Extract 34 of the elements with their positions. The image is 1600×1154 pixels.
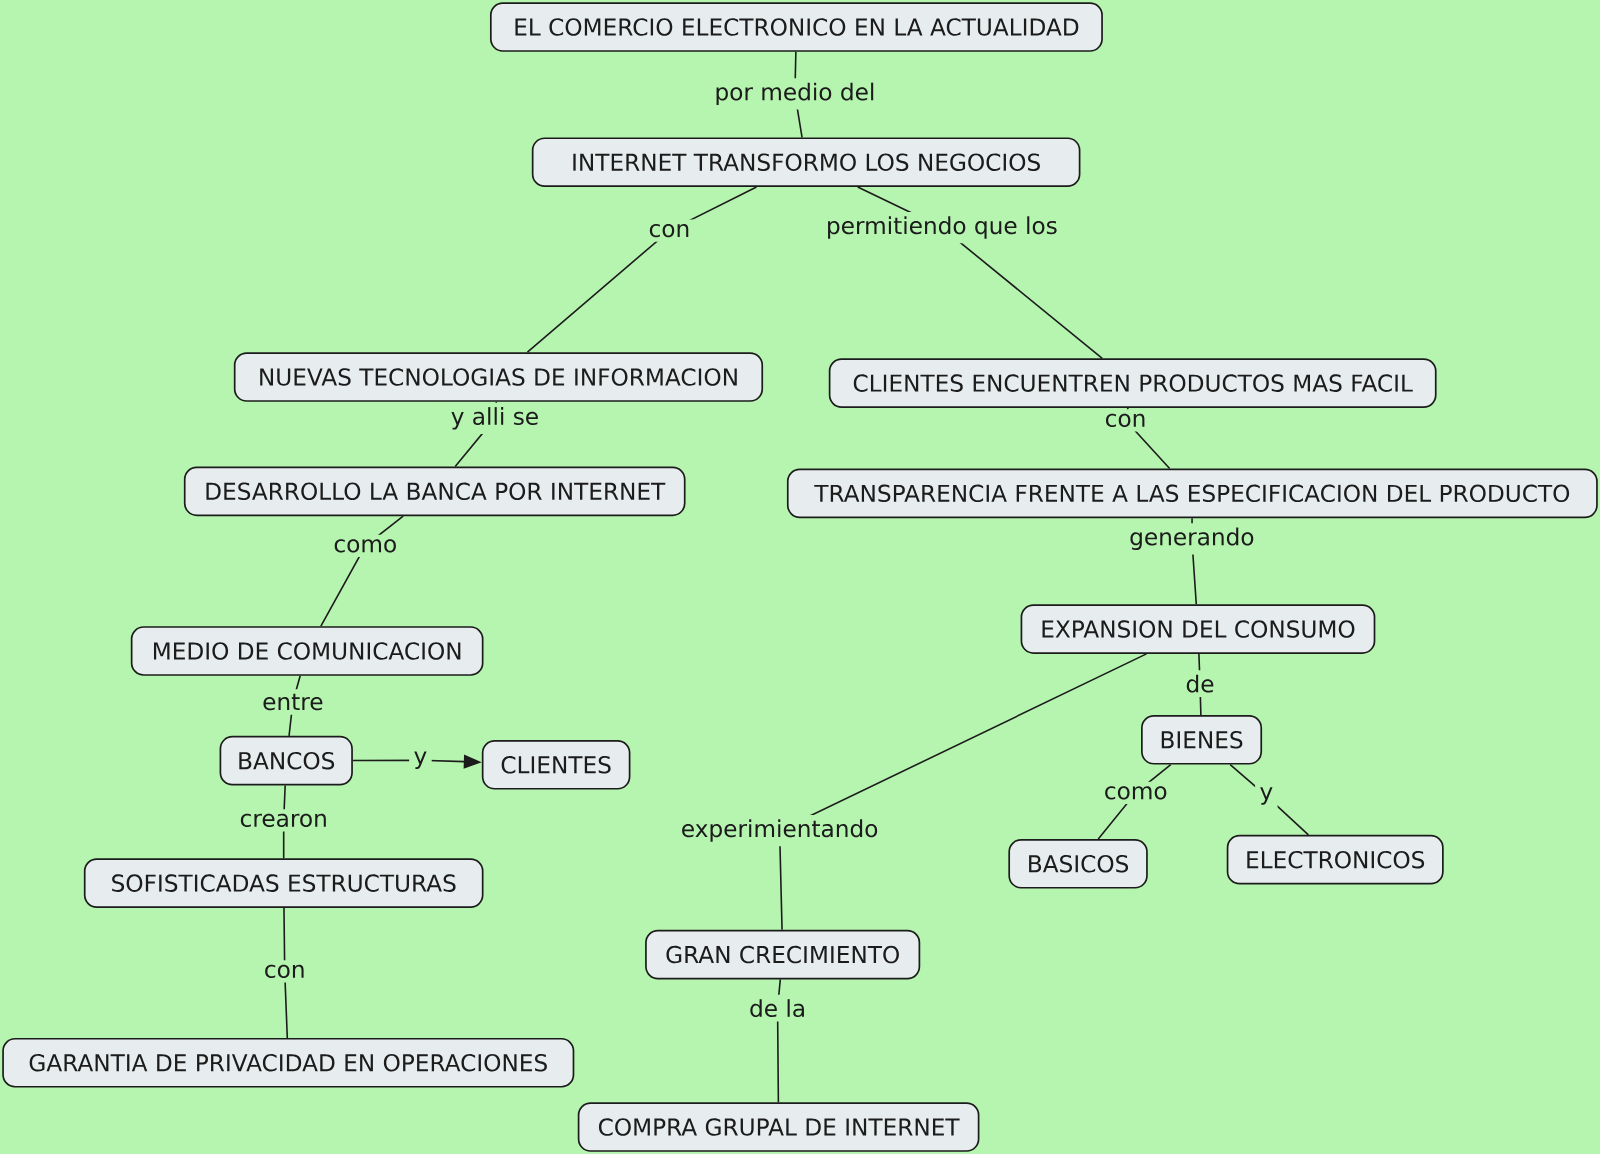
concept-box: BANCOS: [219, 735, 353, 786]
link-label: de: [1181, 670, 1219, 698]
concept-box: BIENES: [1141, 714, 1263, 765]
concept-box: EL COMERCIO ELECTRONICO EN LA ACTUALIDAD: [489, 2, 1103, 52]
concept-box: ELECTRONICOS: [1226, 834, 1444, 885]
concept-box: EXPANSION DEL CONSUMO: [1020, 604, 1376, 654]
link-label: entre: [257, 689, 328, 715]
link-label: con: [644, 219, 695, 242]
concept-box: CLIENTES: [481, 739, 631, 790]
concept-box: SOFISTICADAS ESTRUCTURAS: [83, 858, 484, 908]
concept-box: GARANTIA DE PRIVACIDAD EN OPERACIONES: [2, 1037, 575, 1088]
link-label: con: [259, 960, 310, 983]
concept-box: TRANSPARENCIA FRENTE A LAS ESPECIFICACION DEL PRODUCTO: [786, 468, 1598, 519]
link-label: permitiendo que los: [821, 211, 1063, 244]
link-label: y: [1255, 782, 1278, 810]
link-label: y: [409, 747, 432, 774]
concept-box: DESARROLLO LA BANCA POR INTERNET: [183, 466, 686, 517]
concept-box: BASICOS: [1008, 838, 1148, 889]
connector-line: [778, 653, 1148, 931]
link-label: como: [1099, 781, 1172, 804]
concept-box: COMPRA GRUPAL DE INTERNET: [577, 1102, 980, 1152]
concept-box: NUEVAS TECNOLOGIAS DE INFORMACION: [233, 352, 764, 402]
link-label: experimientando: [676, 815, 883, 847]
link-label: generando: [1124, 523, 1259, 555]
concept-box: INTERNET TRANSFORMO LOS NEGOCIOS: [531, 137, 1081, 188]
concept-box: MEDIO DE COMUNICACION: [130, 626, 484, 676]
link-label: con: [1100, 409, 1151, 432]
link-label: como: [329, 534, 402, 557]
link-label: por medio del: [710, 78, 880, 110]
concept-box: GRAN CRECIMIENTO: [645, 929, 921, 980]
link-label: de la: [744, 994, 811, 1022]
link-label: crearon: [235, 809, 333, 832]
concept-box: CLIENTES ENCUENTREN PRODUCTOS MAS FACIL: [828, 358, 1437, 408]
link-label: y alli se: [446, 402, 544, 434]
